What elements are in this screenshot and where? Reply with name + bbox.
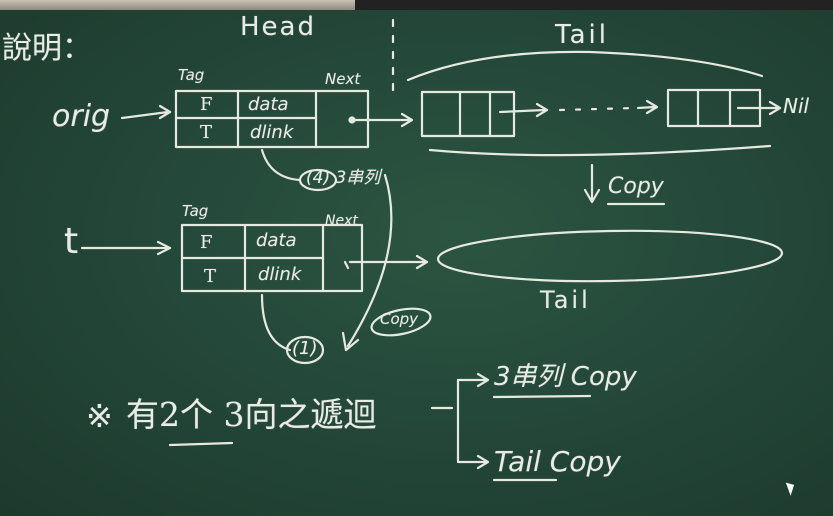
t-t-field: T xyxy=(204,266,217,287)
branch1-label: 3串列 Copy xyxy=(494,362,637,392)
branch-bracket xyxy=(430,372,490,470)
orig-next-label: Next xyxy=(325,70,361,88)
orig-dlink-field: dlink xyxy=(250,122,294,143)
note-text: 有2个 3向之遞迴 xyxy=(126,395,377,434)
orig-t-field: T xyxy=(200,122,213,143)
note-star: ※ xyxy=(86,397,113,435)
nil-label: Nil xyxy=(783,94,810,118)
step-1-label: (1) xyxy=(292,338,318,359)
tail-list-top xyxy=(420,88,782,157)
t-dlink-field: dlink xyxy=(258,264,302,285)
orig-arrow xyxy=(120,104,172,120)
copy-small-label: Copy xyxy=(380,310,419,328)
orig-data-field: data xyxy=(248,94,289,115)
step-4-label: (4) 3串列 xyxy=(306,168,381,188)
recursion-arrow xyxy=(341,173,393,352)
orig-label: orig xyxy=(52,99,111,134)
t-label: t xyxy=(64,221,79,262)
dlink-curve-top xyxy=(260,148,302,182)
circle-1 xyxy=(285,335,325,365)
branch2-label: Tail Copy xyxy=(494,445,621,478)
t-data-field: data xyxy=(256,230,297,251)
next-arrow-top xyxy=(350,112,414,128)
underline-branch1 xyxy=(492,394,592,399)
orig-f-field: F xyxy=(200,94,213,115)
dlink-curve-bottom xyxy=(260,293,292,352)
orig-tag-label: Tag xyxy=(178,66,205,84)
orig-node xyxy=(174,89,370,149)
t-node xyxy=(180,223,364,293)
t-tag-label: Tag xyxy=(182,202,209,220)
t-f-field: F xyxy=(200,232,213,253)
board-frame xyxy=(0,0,833,10)
next-arrow-bottom xyxy=(348,254,429,270)
head-label: Head xyxy=(240,12,316,42)
copy-oval xyxy=(370,307,432,337)
down-copy-label: Copy xyxy=(608,174,664,199)
underline-2 xyxy=(168,441,234,447)
tail-ellipse xyxy=(436,229,784,283)
tail-label-bottom: Tail xyxy=(540,286,591,314)
t-arrow xyxy=(80,240,172,256)
tail-label-top: Tail xyxy=(555,20,609,50)
circle-4 xyxy=(298,168,338,192)
heading: 說明： xyxy=(2,31,92,66)
t-next-label: Next xyxy=(325,213,358,229)
tail-brace-top xyxy=(406,50,764,82)
down-arrow xyxy=(583,163,601,204)
